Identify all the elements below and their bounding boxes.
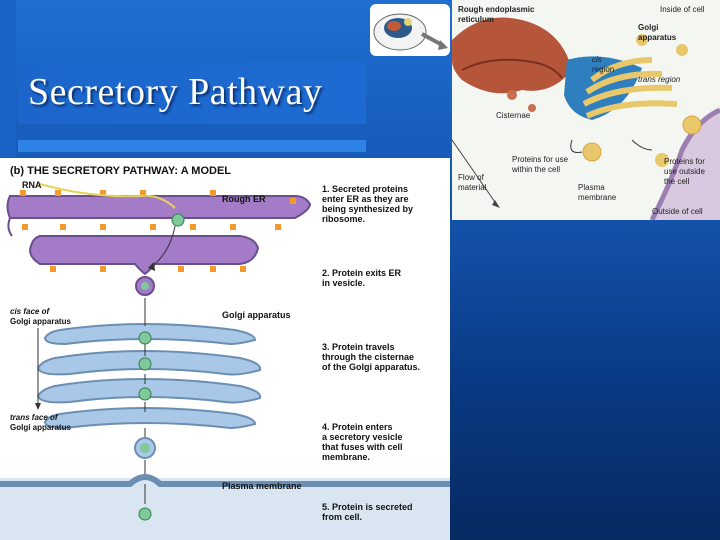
label-golgi: Golgi apparatus [222,310,291,320]
step-1-line-2: enter ER as they are [322,194,409,204]
cell-thumbnail-image [370,4,450,56]
label-trans-face-2: Golgi apparatus [10,423,71,432]
label-rna: RNA [22,180,42,190]
inset-label-inside: Inside of cell [660,5,705,14]
inset-label-plasma: Plasma [578,183,605,192]
inset-label-proteins-within: Proteins for use [512,155,569,164]
inset-label-plasma-2: membrane [578,193,617,202]
secretory-pathway-diagram: (b) THE SECRETORY PATHWAY: A MODEL RNA R… [0,158,450,540]
inset-label-rough-er-2: reticulum [458,15,494,24]
label-cis-face-2: Golgi apparatus [10,317,71,326]
inset-label-trans: trans region [638,75,681,84]
step-5-line-2: from cell. [322,512,362,522]
golgi-cisternae [36,323,262,430]
step-5-line-1: 5. Protein is secreted [322,502,413,512]
step-1-line-4: ribosome. [322,214,365,224]
inset-label-cis-region: region [592,65,614,74]
step-3: 3. Protein travels through the cisternae… [322,342,420,372]
inset-label-flow: Flow of [458,173,485,182]
step-4-line-1: 4. Protein enters [322,422,393,432]
inset-label-proteins-outside-2: use outside [664,167,705,176]
golgi-illustration-inset: Rough endoplasmic reticulum Inside of ce… [452,0,720,220]
step-2-line-1: 2. Protein exits ER [322,268,402,278]
diagram-title: (b) THE SECRETORY PATHWAY: A MODEL [10,165,231,177]
step-5: 5. Protein is secreted from cell. [322,502,413,522]
step-4: 4. Protein enters a secretory vesicle th… [322,422,403,462]
inset-label-proteins-outside-3: the cell [664,177,690,186]
inset-label-outside: Outside of cell [652,207,703,216]
label-trans-face: trans face of [10,413,59,422]
inset-label-cis: cis [592,55,602,64]
step-2-line-2: in vesicle. [322,278,365,288]
step-1: 1. Secreted proteins enter ER as they ar… [322,184,413,224]
step-3-line-3: of the Golgi apparatus. [322,362,420,372]
step-2: 2. Protein exits ER in vesicle. [322,268,402,288]
inset-label-cisternae: Cisternae [496,111,531,120]
ribosome-group [20,190,296,272]
inset-label-golgi: Golgi [638,23,658,32]
inset-label-rough-er: Rough endoplasmic [458,5,535,14]
step-4-line-3: that fuses with cell [322,442,403,452]
slide-title: Secretory Pathway [28,71,323,113]
inset-label-flow-2: material [458,183,487,192]
title-underline [18,140,366,152]
label-plasma-membrane: Plasma membrane [222,481,302,491]
inset-label-proteins-outside: Proteins for [664,157,705,166]
step-1-line-1: 1. Secreted proteins [322,184,408,194]
inset-label-proteins-within-2: within the cell [511,165,560,174]
step-3-line-1: 3. Protein travels [322,342,395,352]
label-rough-er: Rough ER [222,194,266,204]
step-4-line-2: a secretory vesicle [322,432,403,442]
step-1-line-3: being synthesized by [322,204,413,214]
step-3-line-2: through the cisternae [322,352,414,362]
step-4-line-4: membrane. [322,452,370,462]
label-cis-face: cis face of [10,307,50,316]
title-band [18,62,366,124]
inset-label-golgi-2: apparatus [638,33,677,42]
